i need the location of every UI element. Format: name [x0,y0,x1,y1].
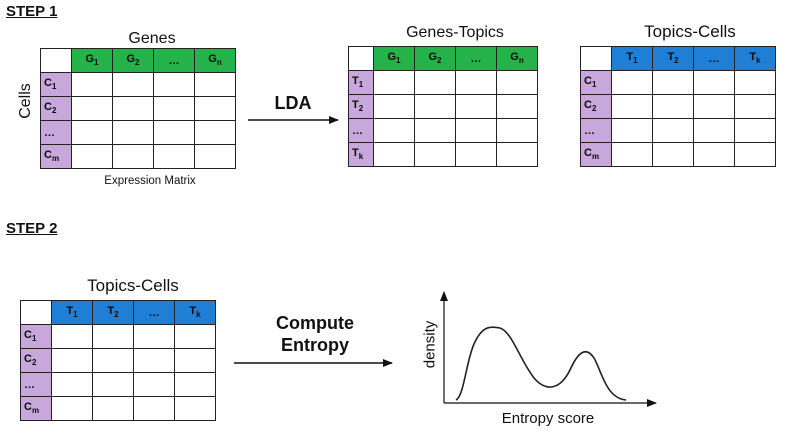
matrix-row: C1 [20,324,216,349]
matrix-cell [652,70,694,95]
matrix-cell [92,372,134,397]
genes-topics-title: Genes-Topics [406,24,504,41]
matrix-cell [194,96,236,121]
matrix-cell [133,396,175,421]
matrix-row: Cm [40,144,236,169]
matrix-cell [112,144,154,169]
matrix-cell [92,396,134,421]
matrix-cell [496,118,538,143]
matrix-row: C1 [580,70,776,95]
column-header: T2 [652,46,694,71]
row-header: … [20,372,52,397]
matrix-row: C2 [40,96,236,121]
matrix-cell [693,142,735,167]
row-header: Cm [40,144,72,169]
column-header: G1 [71,48,113,73]
row-header: C1 [20,324,52,349]
matrix-cell [652,118,694,143]
compute-entropy-line1: Compute [276,313,354,333]
matrix-cell [174,372,216,397]
matrix-row: C2 [20,348,216,373]
matrix-cell [51,372,93,397]
lda-label: LDA [274,93,312,113]
matrix-cell [174,348,216,373]
column-header: Gn [194,48,236,73]
matrix-cell [71,72,113,97]
step2-label: STEP 2 [6,220,58,237]
matrix-corner-cell [348,46,374,71]
matrix-cell [174,324,216,349]
matrix-cell [652,142,694,167]
matrix-cell [112,96,154,121]
expression-matrix-title: Genes [128,30,176,47]
matrix-cell [194,144,236,169]
row-header: Tk [348,142,374,167]
matrix-row: T2 [348,94,538,119]
column-header: G2 [414,46,456,71]
row-header: C1 [40,72,72,97]
matrix-corner-cell [580,46,612,71]
density-curve [455,326,627,401]
matrix-row: Cm [580,142,776,167]
matrix-cell [174,396,216,421]
matrix-cell [92,348,134,373]
row-header: Cm [20,396,52,421]
matrix-row: Cm [20,396,216,421]
compute-entropy-line2: Entropy [280,335,349,355]
matrix-cell [71,144,113,169]
matrix-row: … [348,118,538,143]
row-header: … [348,118,374,143]
matrix-row: C2 [580,94,776,119]
matrix-row: … [20,372,216,397]
matrix-cell [455,118,497,143]
matrix-cell [153,120,195,145]
row-header: C2 [40,96,72,121]
compute-entropy-label: Compute Entropy [250,312,380,356]
matrix-cell [112,120,154,145]
row-header: Cm [580,142,612,167]
matrix-cell [455,142,497,167]
column-header: Tk [734,46,776,71]
expression-matrix-caption: Expression Matrix [104,175,196,187]
matrix-row: … [40,120,236,145]
matrix-cell [71,120,113,145]
row-header: C2 [580,94,612,119]
column-header: T1 [611,46,653,71]
matrix-cell [734,70,776,95]
matrix-cell [414,70,456,95]
matrix-cell [71,96,113,121]
matrix-cell [414,142,456,167]
matrix-cell [496,94,538,119]
row-header: C2 [20,348,52,373]
matrix-cell [496,142,538,167]
matrix-cell [611,142,653,167]
matrix-corner-cell [40,48,72,73]
column-header: G2 [112,48,154,73]
matrix-cell [734,142,776,167]
matrix-cell [153,144,195,169]
matrix-cell [373,142,415,167]
step1-label: STEP 1 [6,3,58,20]
matrix-cell [455,94,497,119]
column-header: … [693,46,735,71]
matrix-row: C1 [40,72,236,97]
row-header: T2 [348,94,374,119]
matrix-cell [153,96,195,121]
topics-cells-title-step2: Topics-Cells [87,276,179,295]
column-header: G1 [373,46,415,71]
row-header: … [40,120,72,145]
row-header: C1 [580,70,612,95]
column-header: Tk [174,300,216,325]
topics-cells-title-step1: Topics-Cells [644,22,736,41]
column-header: Gn [496,46,538,71]
plot-xlabel: Entropy score [501,410,595,427]
matrix-row: Tk [348,142,538,167]
